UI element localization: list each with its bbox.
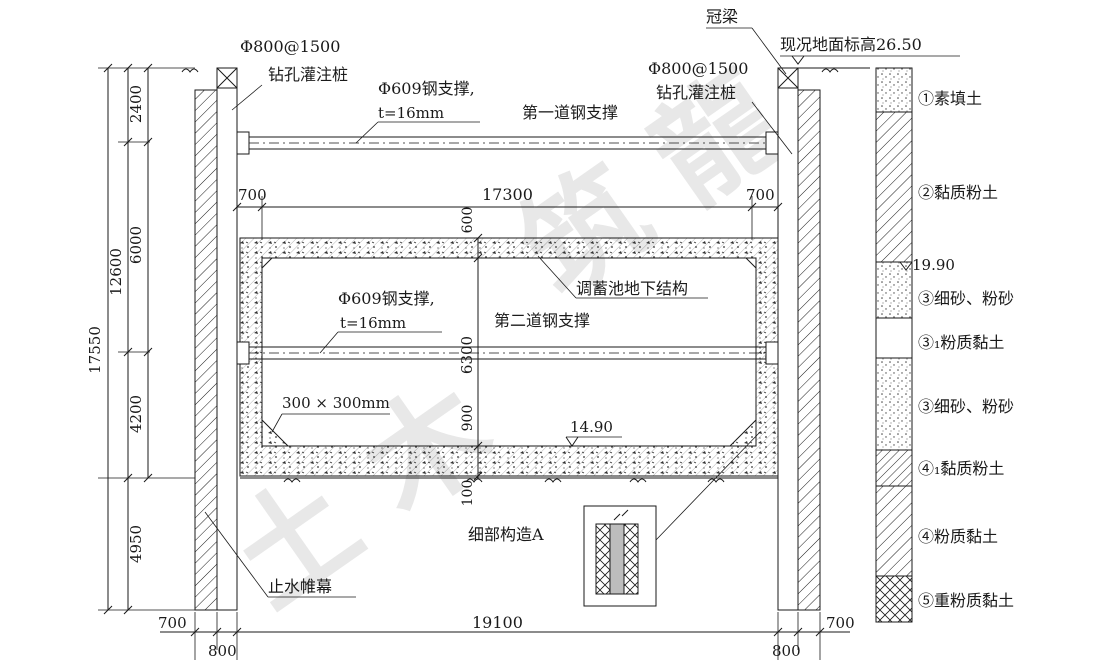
detail-a-label: 细部构造A	[468, 525, 544, 544]
watermark: 筑 龍 土 木	[206, 47, 808, 634]
structure-leader	[537, 255, 577, 299]
right-pile-spec: Φ800@1500	[648, 59, 748, 78]
dim-bottom-total: 19100	[472, 613, 523, 632]
crown-beam-label: 冠梁	[706, 7, 738, 26]
left-pile-leader	[231, 84, 263, 111]
dim-left-mid: 12600	[107, 248, 125, 296]
right-pile	[777, 67, 870, 611]
left-pile-name: 钻孔灌注桩	[268, 65, 348, 84]
inner-dimension-line	[232, 196, 783, 240]
strata-layer-1: ①素填土	[918, 89, 982, 108]
dim-inner-left: 700	[238, 186, 267, 204]
elevation-bottom: 14.90	[570, 418, 613, 436]
first-steel-strut	[236, 131, 779, 155]
strut1-name: 第一道钢支撑	[522, 103, 618, 122]
dim-inner-right: 700	[746, 186, 775, 204]
strata-layer-3: ③细砂、粉砂	[918, 289, 1014, 308]
haunch-label: 300 × 300mm	[282, 394, 390, 412]
strut1-leader	[355, 121, 480, 144]
right-pile-leader	[751, 101, 793, 155]
ground-level-label: 现况地面标高26.50	[780, 35, 922, 54]
left-pile-spec: Φ800@1500	[240, 37, 340, 56]
elevation-bottom-marker	[565, 436, 579, 447]
structure-name: 调蓄池地下结构	[576, 279, 688, 298]
strata-column	[875, 67, 913, 623]
strut1-thickness: t=16mm	[378, 104, 444, 122]
bottom-dimension-line	[160, 612, 850, 660]
underground-structure	[239, 237, 779, 483]
dim-inner-width: 17300	[482, 185, 533, 204]
second-steel-strut	[236, 341, 779, 365]
dim-left-seg1: 2400	[127, 85, 145, 123]
dim-slab-base: 100	[460, 480, 476, 507]
strut2-thickness: t=16mm	[340, 314, 406, 332]
strata-layer-7: ④粉质黏土	[918, 527, 998, 546]
right-pile-name: 钻孔灌注桩	[656, 83, 736, 102]
strata-layer-6: ④₁黏质粉土	[918, 459, 1004, 478]
strata-layer-2: ②黏质粉土	[918, 183, 998, 202]
left-dimension-chain	[98, 63, 195, 615]
dim-bottom-right-700: 700	[826, 614, 855, 632]
dim-bottom-left-800: 800	[208, 642, 237, 660]
ground-level-marker	[791, 55, 805, 65]
detail-a	[583, 431, 761, 607]
strut2-name: 第二道钢支撑	[494, 311, 590, 330]
haunch-leader	[271, 413, 283, 433]
dim-left-outer: 17550	[86, 326, 104, 374]
water-curtain-label: 止水帷幕	[268, 577, 332, 596]
strata-level-1990: 19.90	[912, 256, 955, 274]
crown-beam-leader	[751, 27, 787, 75]
dim-wall-height: 6300	[458, 336, 476, 374]
strut2-spec: Φ609钢支撑,	[338, 289, 435, 308]
strut2-leader	[319, 331, 339, 354]
strata-layer-5: ③细砂、粉砂	[918, 397, 1014, 416]
dim-wall-top: 600	[460, 207, 476, 234]
dim-left-seg2: 6000	[127, 226, 145, 264]
dim-bottom-left-700: 700	[158, 614, 187, 632]
strut1-spec: Φ609钢支撑,	[378, 79, 475, 98]
strata-layer-8: ⑤重粉质黏土	[918, 591, 1014, 610]
water-curtain-leader	[204, 511, 269, 598]
left-pile	[181, 67, 238, 611]
dim-left-seg3: 4200	[127, 395, 145, 433]
dim-bottom-right-800: 800	[772, 642, 801, 660]
dim-left-seg4: 4950	[127, 525, 145, 563]
dim-slab-bottom: 900	[460, 405, 476, 432]
strata-layer-4: ③₁粉质黏土	[918, 333, 1004, 352]
center-dimension-chain	[473, 233, 483, 481]
